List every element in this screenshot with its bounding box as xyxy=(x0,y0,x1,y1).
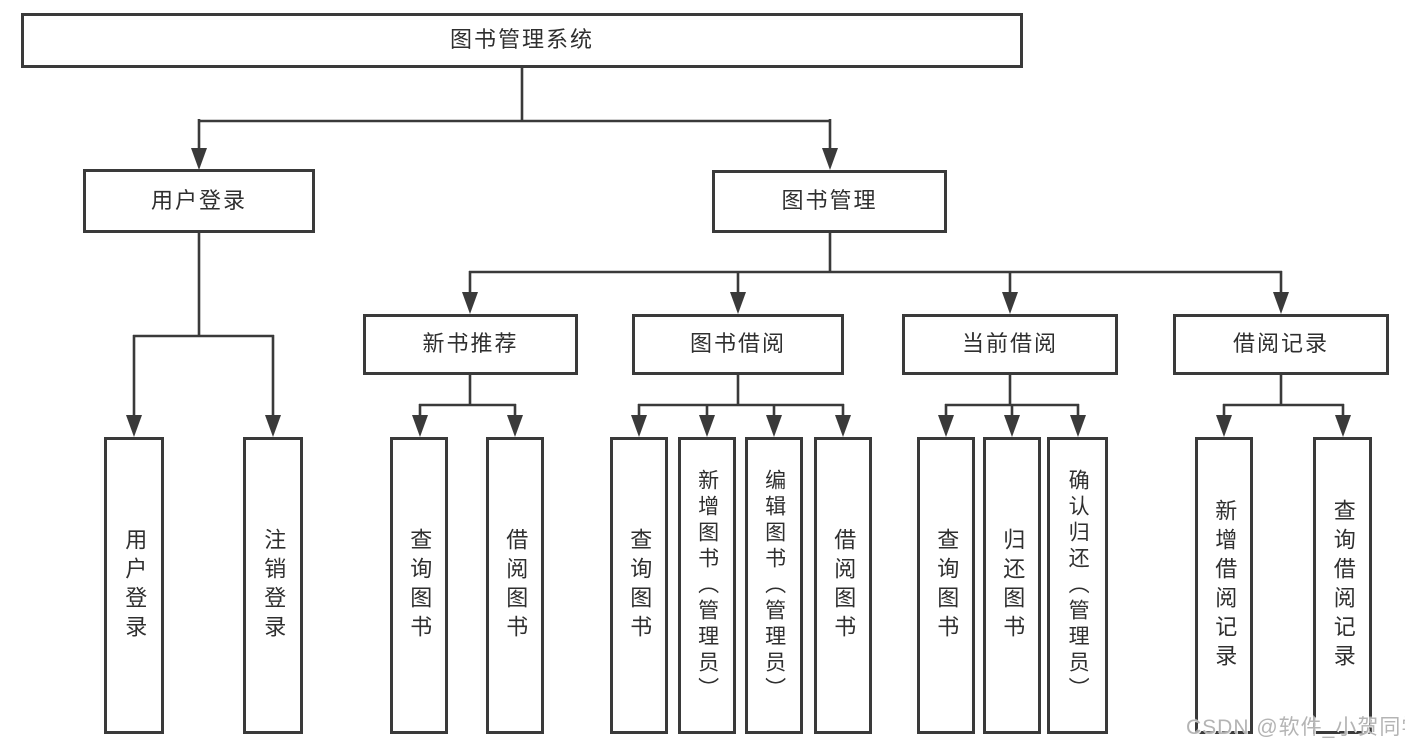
node-root-system: 图书管理系统 xyxy=(21,13,1023,68)
node-borrow-records: 借阅记录 xyxy=(1173,314,1389,375)
node-book-borrow: 图书借阅 xyxy=(632,314,844,375)
node-user-login: 用户登录 xyxy=(83,169,315,233)
leaf-borrow-books-recommend: 借阅图书 xyxy=(486,437,544,734)
leaf-add-borrow-record: 新增借阅记录 xyxy=(1195,437,1253,734)
leaf-query-borrow-record: 查询借阅记录 xyxy=(1313,437,1372,734)
leaf-query-books-current: 查询图书 xyxy=(917,437,975,734)
leaf-borrow-books: 借阅图书 xyxy=(814,437,872,734)
leaf-query-books-borrow: 查询图书 xyxy=(610,437,668,734)
leaf-edit-books-admin: 编辑图书（管理员） xyxy=(745,437,803,734)
leaf-add-books-admin: 新增图书（管理员） xyxy=(678,437,736,734)
node-book-management: 图书管理 xyxy=(712,170,947,233)
node-new-book-recommend: 新书推荐 xyxy=(363,314,578,375)
connector-path xyxy=(132,68,1345,416)
node-current-borrow: 当前借阅 xyxy=(902,314,1118,375)
leaf-query-books-recommend: 查询图书 xyxy=(390,437,448,734)
leaf-logout: 注销登录 xyxy=(243,437,303,734)
leaf-confirm-return-admin: 确认归还（管理员） xyxy=(1047,437,1108,734)
leaf-user-login: 用户登录 xyxy=(104,437,164,734)
csdn-watermark: CSDN @软件_小贺同学 xyxy=(1186,716,1405,739)
leaf-return-books: 归还图书 xyxy=(983,437,1041,734)
arrowheads xyxy=(126,148,1351,437)
